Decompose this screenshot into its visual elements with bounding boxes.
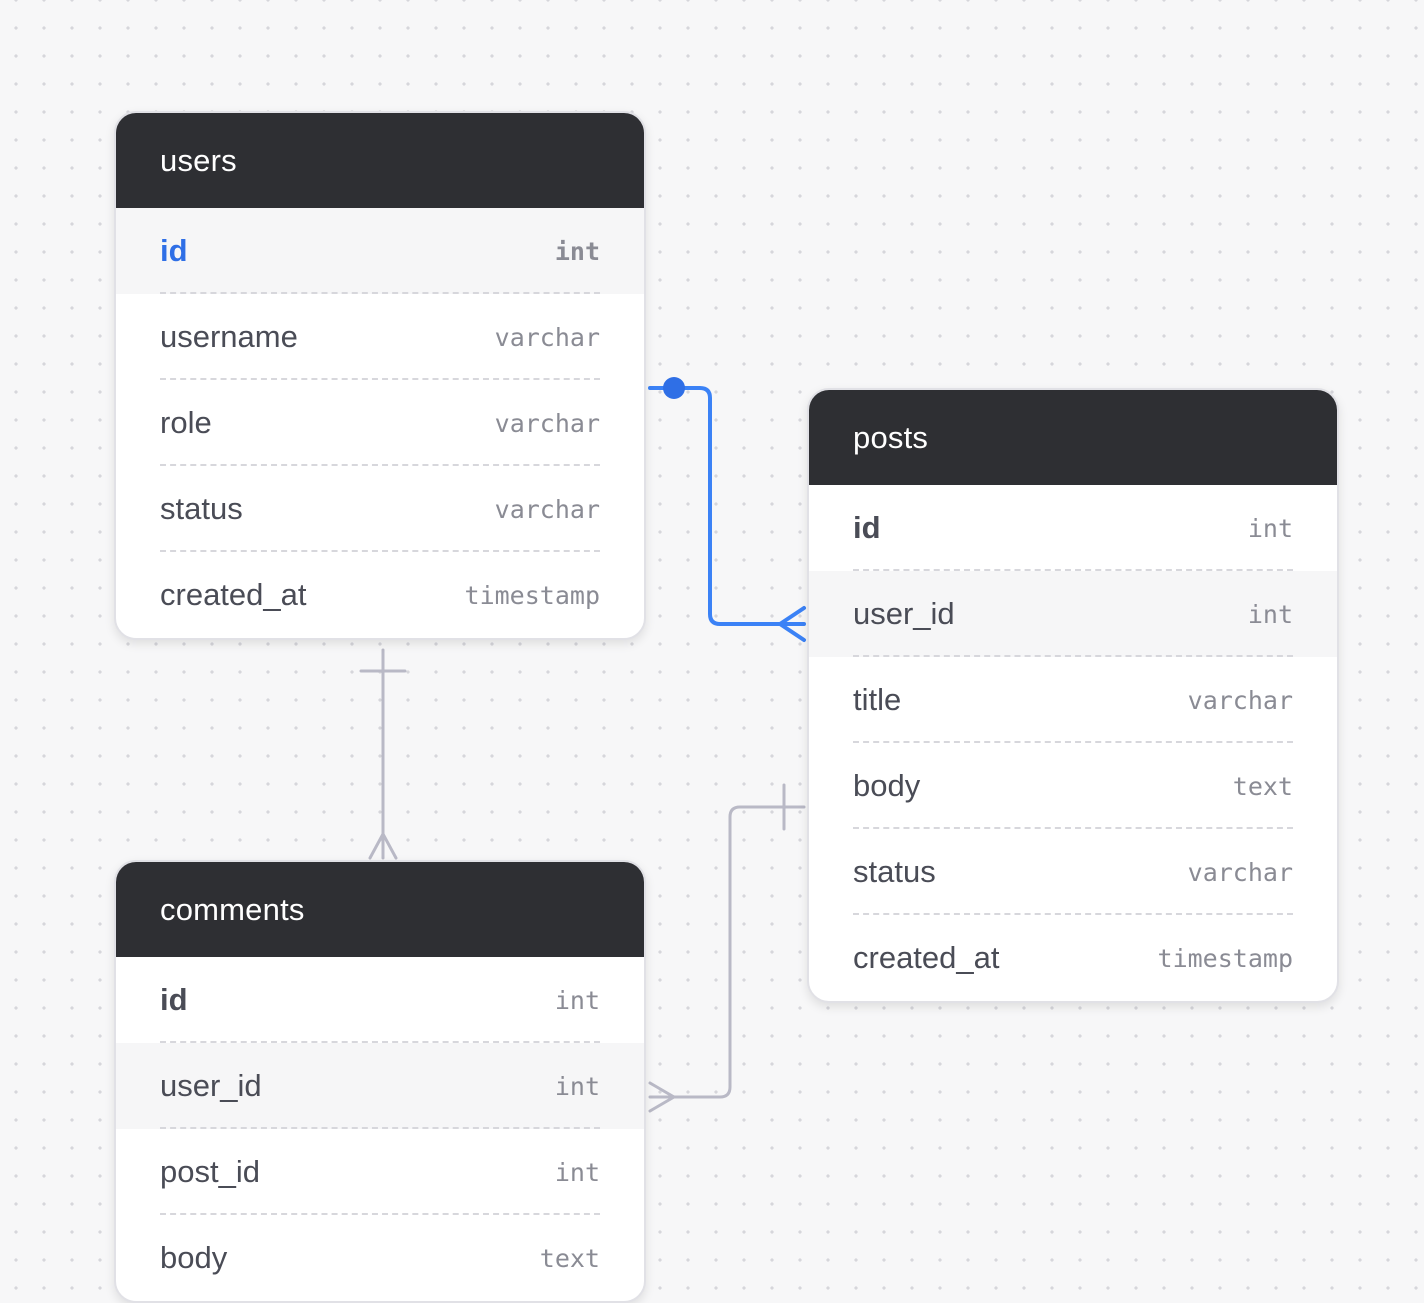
column-row-posts-title[interactable]: title varchar bbox=[809, 657, 1337, 743]
column-name: body bbox=[853, 768, 921, 803]
column-type: int bbox=[554, 1071, 600, 1101]
column-type: int bbox=[1247, 599, 1293, 629]
column-type: int bbox=[554, 985, 600, 1015]
column-type: timestamp bbox=[1157, 943, 1293, 973]
column-type: int bbox=[554, 236, 600, 266]
column-type: varchar bbox=[1187, 857, 1293, 887]
column-row-comments-body[interactable]: body text bbox=[116, 1215, 644, 1301]
column-row-users-role[interactable]: role varchar bbox=[116, 380, 644, 466]
relation-users-posts-line bbox=[648, 386, 806, 626]
column-type: varchar bbox=[1187, 685, 1293, 715]
column-name: post_id bbox=[160, 1154, 260, 1189]
column-row-posts-id[interactable]: id int bbox=[809, 485, 1337, 571]
column-type: varchar bbox=[494, 408, 600, 438]
column-row-users-status[interactable]: status varchar bbox=[116, 466, 644, 552]
table-header-comments[interactable]: comments bbox=[116, 862, 644, 957]
relation-users-posts[interactable] bbox=[648, 377, 806, 642]
column-name: username bbox=[160, 319, 298, 354]
column-name: user_id bbox=[853, 596, 955, 631]
column-name: body bbox=[160, 1240, 228, 1275]
column-row-comments-user-id[interactable]: user_id int bbox=[116, 1043, 644, 1129]
table-users[interactable]: users id int username varchar role varch… bbox=[114, 111, 646, 640]
column-name: id bbox=[853, 510, 881, 545]
column-type: int bbox=[1247, 513, 1293, 543]
column-name: status bbox=[853, 854, 936, 889]
endpoint-dot-users-id bbox=[663, 377, 685, 399]
column-type: text bbox=[539, 1243, 600, 1273]
table-title: posts bbox=[853, 419, 929, 455]
table-title: users bbox=[160, 142, 237, 178]
column-row-posts-user-id[interactable]: user_id int bbox=[809, 571, 1337, 657]
column-name: id bbox=[160, 982, 188, 1017]
relationship-connectors bbox=[359, 377, 806, 1113]
column-row-users-username[interactable]: username varchar bbox=[116, 294, 644, 380]
table-title: comments bbox=[160, 891, 305, 927]
relation-posts-comments-line bbox=[648, 805, 806, 1099]
table-posts[interactable]: posts id int user_id int title varchar b… bbox=[807, 388, 1339, 1003]
column-name: user_id bbox=[160, 1068, 262, 1103]
column-name: title bbox=[853, 682, 902, 717]
table-header-posts[interactable]: posts bbox=[809, 390, 1337, 485]
column-type: int bbox=[554, 1157, 600, 1187]
column-row-users-id[interactable]: id int bbox=[116, 208, 644, 294]
crowfoot-many-posts-icon bbox=[778, 606, 806, 642]
column-name: status bbox=[160, 491, 243, 526]
column-type: text bbox=[1232, 771, 1293, 801]
column-row-users-created-at[interactable]: created_at timestamp bbox=[116, 552, 644, 638]
column-row-posts-body[interactable]: body text bbox=[809, 743, 1337, 829]
relation-users-comments[interactable] bbox=[359, 648, 407, 860]
column-row-comments-post-id[interactable]: post_id int bbox=[116, 1129, 644, 1215]
column-type: timestamp bbox=[464, 580, 600, 610]
crowfoot-many-comments-postid-icon bbox=[648, 1081, 676, 1113]
column-name: role bbox=[160, 405, 212, 440]
column-name: id bbox=[160, 233, 188, 268]
column-row-comments-id[interactable]: id int bbox=[116, 957, 644, 1043]
relation-posts-comments[interactable] bbox=[648, 783, 806, 1113]
crowfoot-many-comments-icon bbox=[368, 832, 398, 860]
column-type: varchar bbox=[494, 322, 600, 352]
table-comments[interactable]: comments id int user_id int post_id int … bbox=[114, 860, 646, 1303]
column-name: created_at bbox=[160, 577, 307, 612]
column-row-posts-created-at[interactable]: created_at timestamp bbox=[809, 915, 1337, 1001]
column-type: varchar bbox=[494, 494, 600, 524]
table-header-users[interactable]: users bbox=[116, 113, 644, 208]
column-name: created_at bbox=[853, 940, 1000, 975]
column-row-posts-status[interactable]: status varchar bbox=[809, 829, 1337, 915]
